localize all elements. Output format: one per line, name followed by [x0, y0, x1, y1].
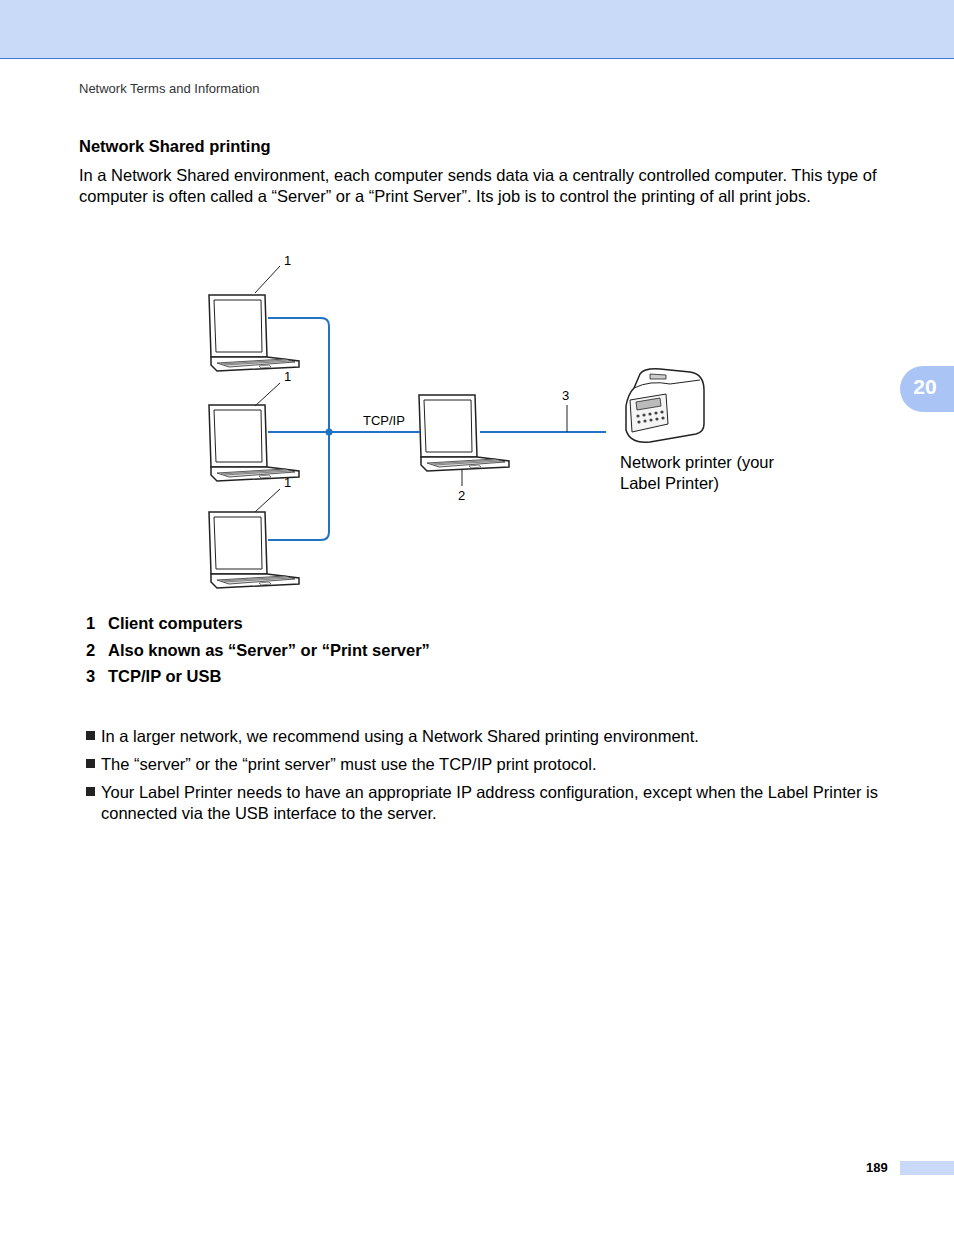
bullet-text: In a larger network, we recommend using … [101, 726, 896, 747]
callout-number: 3 [86, 667, 95, 686]
callout-number: 1 [284, 475, 291, 490]
body-text: In a Network Shared environment, each co… [79, 165, 897, 207]
bullet-square [86, 787, 95, 796]
page-bar [900, 1161, 954, 1175]
callout-number: 2 [86, 641, 95, 660]
bullet-text: The “server” or the “print server” must … [101, 754, 896, 775]
legend-text: TCP/IP or USB [108, 667, 221, 686]
callout-number: 1 [284, 369, 291, 384]
bullet-square [86, 731, 95, 740]
running-header: Network Terms and Information [79, 81, 259, 96]
page-number: 189 [866, 1160, 888, 1175]
client-laptop [209, 512, 299, 588]
section-title: Network Shared printing [79, 137, 271, 156]
bullet-square [86, 759, 95, 768]
callout-number: 1 [284, 253, 291, 268]
label-printer-icon [620, 366, 710, 446]
callout-number: 1 [86, 614, 95, 633]
network-wire [268, 318, 606, 540]
node-text: Network printer (your Label Printer) [620, 452, 780, 494]
bullet-text: Your Label Printer needs to have an appr… [101, 782, 896, 824]
junction-dot [326, 429, 333, 436]
legend-text: Also known as “Server” or “Print server” [108, 641, 430, 660]
client-laptop [209, 405, 299, 481]
client-laptop [209, 295, 299, 371]
printer-node: Network printer (your Label Printer) [620, 366, 790, 494]
callout-number: 3 [562, 388, 569, 403]
callout-number: 2 [458, 488, 465, 503]
wire-label: TCP/IP [361, 413, 407, 428]
chapter-number: 20 [900, 375, 950, 399]
header-band [0, 0, 954, 59]
leader-line [255, 266, 567, 512]
legend-text: Client computers [108, 614, 243, 633]
